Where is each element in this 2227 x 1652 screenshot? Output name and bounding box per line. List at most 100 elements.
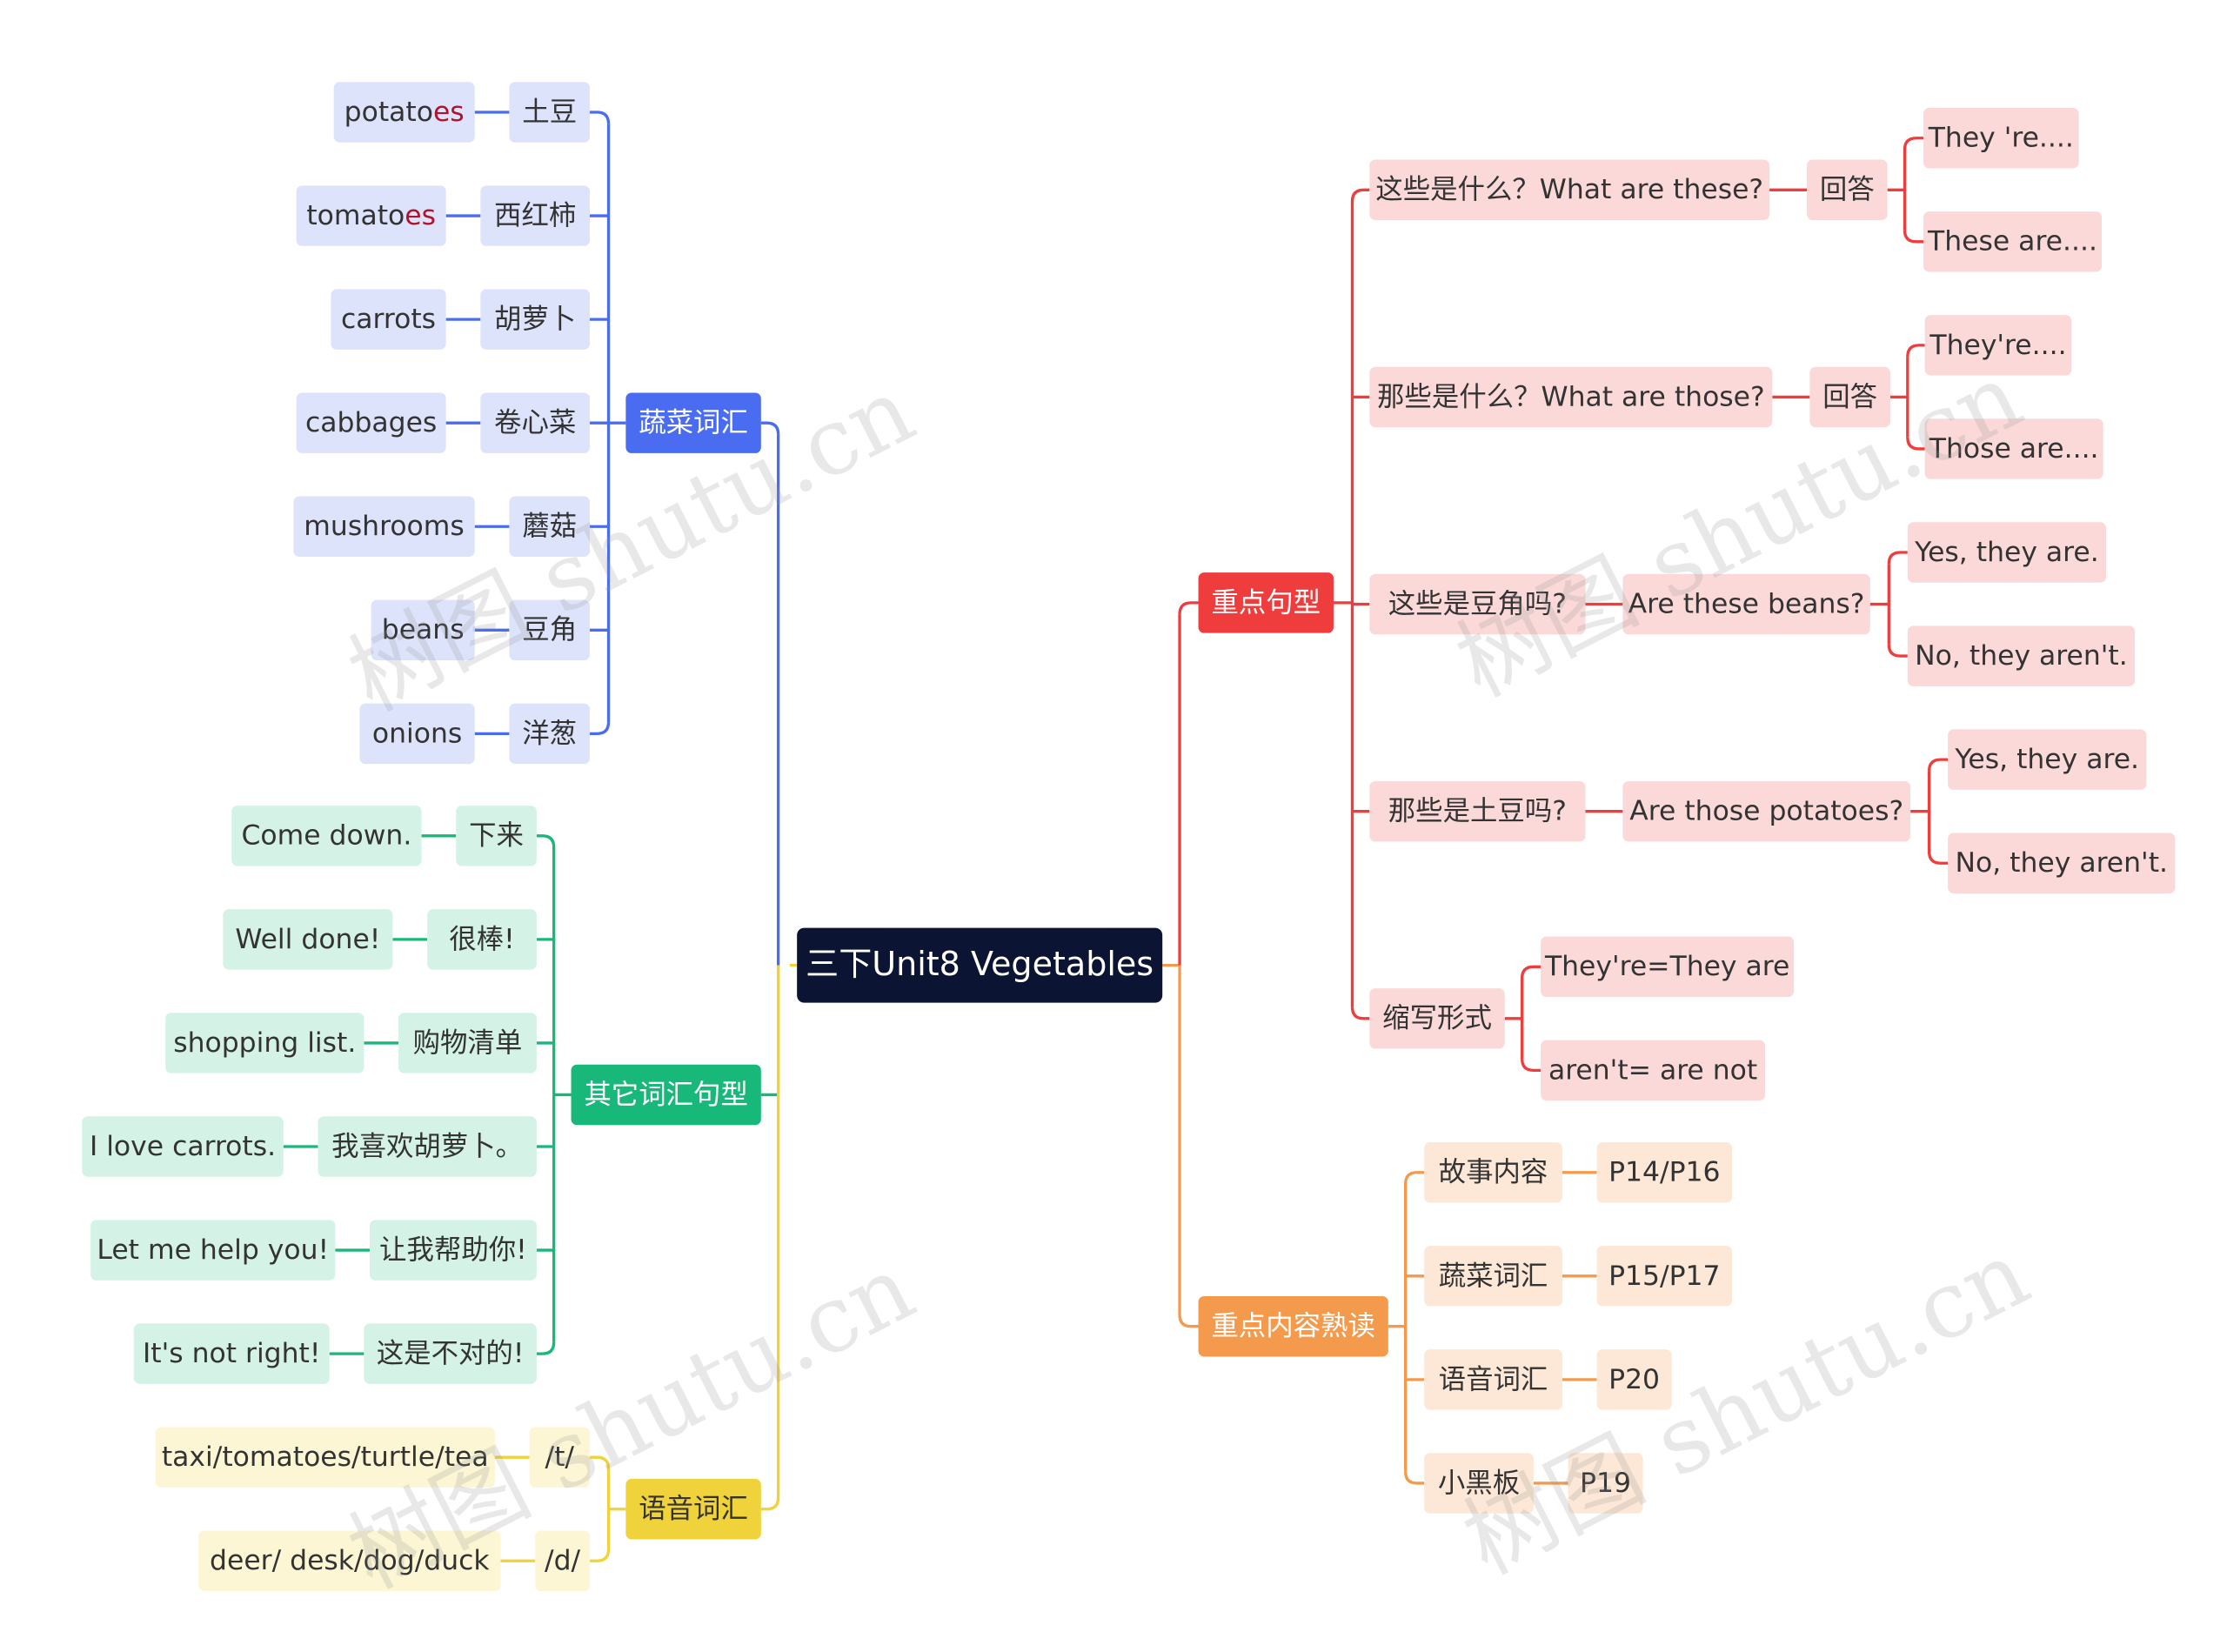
abbreviation-title[interactable]: 缩写形式 xyxy=(1369,988,1505,1049)
category-phonics[interactable]: 语音词汇 xyxy=(625,1479,761,1540)
veg-en-3[interactable]: cabbages xyxy=(296,392,446,453)
veg-en-6-label: onions xyxy=(371,717,463,749)
other-en-0[interactable]: Come down. xyxy=(231,806,422,866)
veg-zh-0-label: 土豆 xyxy=(522,95,578,128)
phonics-sound-0-label: /t/ xyxy=(545,1441,575,1473)
q2-answer-0-label: They're.... xyxy=(1929,328,2067,361)
phonics-words-1[interactable]: deer/ desk/dog/duck xyxy=(198,1530,501,1591)
veg-zh-0[interactable]: 土豆 xyxy=(509,82,591,143)
other-zh-1[interactable]: 很棒! xyxy=(427,909,537,970)
veg-zh-2[interactable]: 胡萝卜 xyxy=(480,289,591,350)
connector xyxy=(1520,1059,1542,1073)
other-zh-3[interactable]: 我喜欢胡萝卜。 xyxy=(318,1116,537,1177)
review-page-0[interactable]: P14/P16 xyxy=(1596,1142,1733,1203)
other-en-1-label: Well done! xyxy=(235,922,381,955)
other-en-3[interactable]: I love carrots. xyxy=(82,1116,284,1177)
abbr-answer-1-label: aren't= are not xyxy=(1548,1053,1758,1086)
other-zh-4[interactable]: 让我帮助你! xyxy=(370,1220,537,1281)
other-zh-2-label: 购物清单 xyxy=(412,1026,523,1059)
veg-en-6[interactable]: onions xyxy=(359,703,475,765)
q2-mid[interactable]: 回答 xyxy=(1809,366,1890,428)
other-zh-5[interactable]: 这是不对的! xyxy=(364,1323,537,1384)
other-en-5[interactable]: It's not right! xyxy=(133,1323,330,1384)
category-phonics-label: 语音词汇 xyxy=(639,1492,748,1525)
connector xyxy=(1927,851,1949,865)
veg-zh-3-label: 卷心菜 xyxy=(494,406,577,438)
review-label-3-label: 小黑板 xyxy=(1437,1466,1521,1499)
question-what-are-those[interactable]: 那些是什么？What are those? xyxy=(1369,366,1773,428)
review-page-3[interactable]: P19 xyxy=(1568,1453,1643,1514)
veg-zh-6[interactable]: 洋葱 xyxy=(509,703,591,765)
other-zh-2[interactable]: 购物清单 xyxy=(398,1013,537,1073)
q3-answer-1[interactable]: No, they aren't. xyxy=(1907,625,2136,686)
other-zh-0-label: 下来 xyxy=(469,819,524,852)
root-node-label: 三下Unit8 Vegetables xyxy=(806,946,1154,984)
category-vegetables-label: 蔬菜词汇 xyxy=(639,406,748,438)
phonics-sound-0[interactable]: /t/ xyxy=(529,1427,591,1488)
q3-mid[interactable]: Are these beans? xyxy=(1622,573,1870,635)
connector xyxy=(536,834,556,848)
q2-answer-0[interactable]: They're.... xyxy=(1924,315,2072,376)
category-other-phrases[interactable]: 其它词汇句型 xyxy=(571,1064,761,1126)
phonics-words-0[interactable]: taxi/tomatoes/turtle/tea xyxy=(155,1427,495,1488)
review-label-2-label: 语音词汇 xyxy=(1438,1362,1548,1395)
abbr-answer-1[interactable]: aren't= are not xyxy=(1541,1040,1766,1101)
connector xyxy=(1350,188,1370,202)
question-are-those-potatoes-zh[interactable]: 那些是土豆吗? xyxy=(1369,780,1586,842)
connector xyxy=(590,722,611,736)
abbr-answer-0[interactable]: They're=They are xyxy=(1541,936,1795,998)
veg-en-2[interactable]: carrots xyxy=(331,289,446,350)
q4-mid[interactable]: Are those potatoes? xyxy=(1622,780,1911,842)
veg-zh-5[interactable]: 豆角 xyxy=(509,599,591,661)
question-are-these-beans-zh-label: 这些是豆角吗? xyxy=(1388,587,1567,619)
phonics-words-1-label: deer/ desk/dog/duck xyxy=(210,1544,490,1576)
veg-en-suffix: es xyxy=(432,95,465,128)
connector xyxy=(1350,1007,1370,1020)
q1-answer-1[interactable]: These are.... xyxy=(1923,211,2103,272)
other-en-4[interactable]: Let me help you! xyxy=(90,1220,336,1281)
question-what-are-these[interactable]: 这些是什么？What are these? xyxy=(1369,159,1770,221)
veg-zh-2-label: 胡萝卜 xyxy=(494,303,577,335)
other-zh-0[interactable]: 下来 xyxy=(456,806,537,866)
q4-answer-1-label: No, they aren't. xyxy=(1955,846,2169,879)
other-zh-1-label: 很棒! xyxy=(449,922,515,955)
category-key-sentences[interactable]: 重点句型 xyxy=(1198,572,1334,633)
q1-answer-0[interactable]: They 're.... xyxy=(1923,108,2079,169)
q4-answer-0[interactable]: Yes, they are. xyxy=(1948,729,2147,790)
question-what-are-those-label: 那些是什么？What are those? xyxy=(1376,380,1765,412)
connector xyxy=(1887,551,1908,565)
other-en-1[interactable]: Well done! xyxy=(223,909,393,970)
q1-mid[interactable]: 回答 xyxy=(1807,159,1888,221)
veg-zh-4[interactable]: 蘑菇 xyxy=(509,496,591,557)
phonics-sound-1[interactable]: /d/ xyxy=(535,1530,591,1591)
review-label-2[interactable]: 语音词汇 xyxy=(1424,1349,1562,1410)
veg-en-4[interactable]: mushrooms xyxy=(293,496,475,557)
veg-en-0-label: potato xyxy=(344,95,433,128)
review-label-0[interactable]: 故事内容 xyxy=(1424,1142,1562,1203)
category-review[interactable]: 重点内容熟读 xyxy=(1198,1295,1388,1357)
q2-answer-1[interactable]: Those are.... xyxy=(1924,418,2103,479)
connector xyxy=(760,965,780,1511)
review-page-2[interactable]: P20 xyxy=(1596,1349,1672,1410)
category-vegetables[interactable]: 蔬菜词汇 xyxy=(625,392,761,453)
veg-zh-3[interactable]: 卷心菜 xyxy=(480,392,591,453)
veg-zh-1[interactable]: 西红柿 xyxy=(480,185,591,246)
veg-en-5[interactable]: beans xyxy=(371,599,475,661)
question-are-these-beans-zh[interactable]: 这些是豆角吗? xyxy=(1369,573,1586,635)
abbreviation-title-label: 缩写形式 xyxy=(1382,1001,1492,1034)
review-label-3[interactable]: 小黑板 xyxy=(1424,1453,1534,1514)
connector xyxy=(1404,1471,1425,1485)
q4-answer-1[interactable]: No, they aren't. xyxy=(1948,833,2176,893)
other-en-2[interactable]: shopping list. xyxy=(165,1013,364,1073)
connector xyxy=(1927,758,1949,772)
root-node[interactable]: 三下Unit8 Vegetables xyxy=(797,927,1163,1003)
connector xyxy=(1178,965,1199,1328)
q3-answer-0-label: Yes, they are. xyxy=(1915,536,2099,568)
question-are-those-potatoes-zh-label: 那些是土豆吗? xyxy=(1388,794,1567,827)
review-page-1[interactable]: P15/P17 xyxy=(1596,1246,1733,1307)
q3-answer-0[interactable]: Yes, they are. xyxy=(1907,522,2107,583)
review-label-1[interactable]: 蔬菜词汇 xyxy=(1424,1246,1562,1307)
